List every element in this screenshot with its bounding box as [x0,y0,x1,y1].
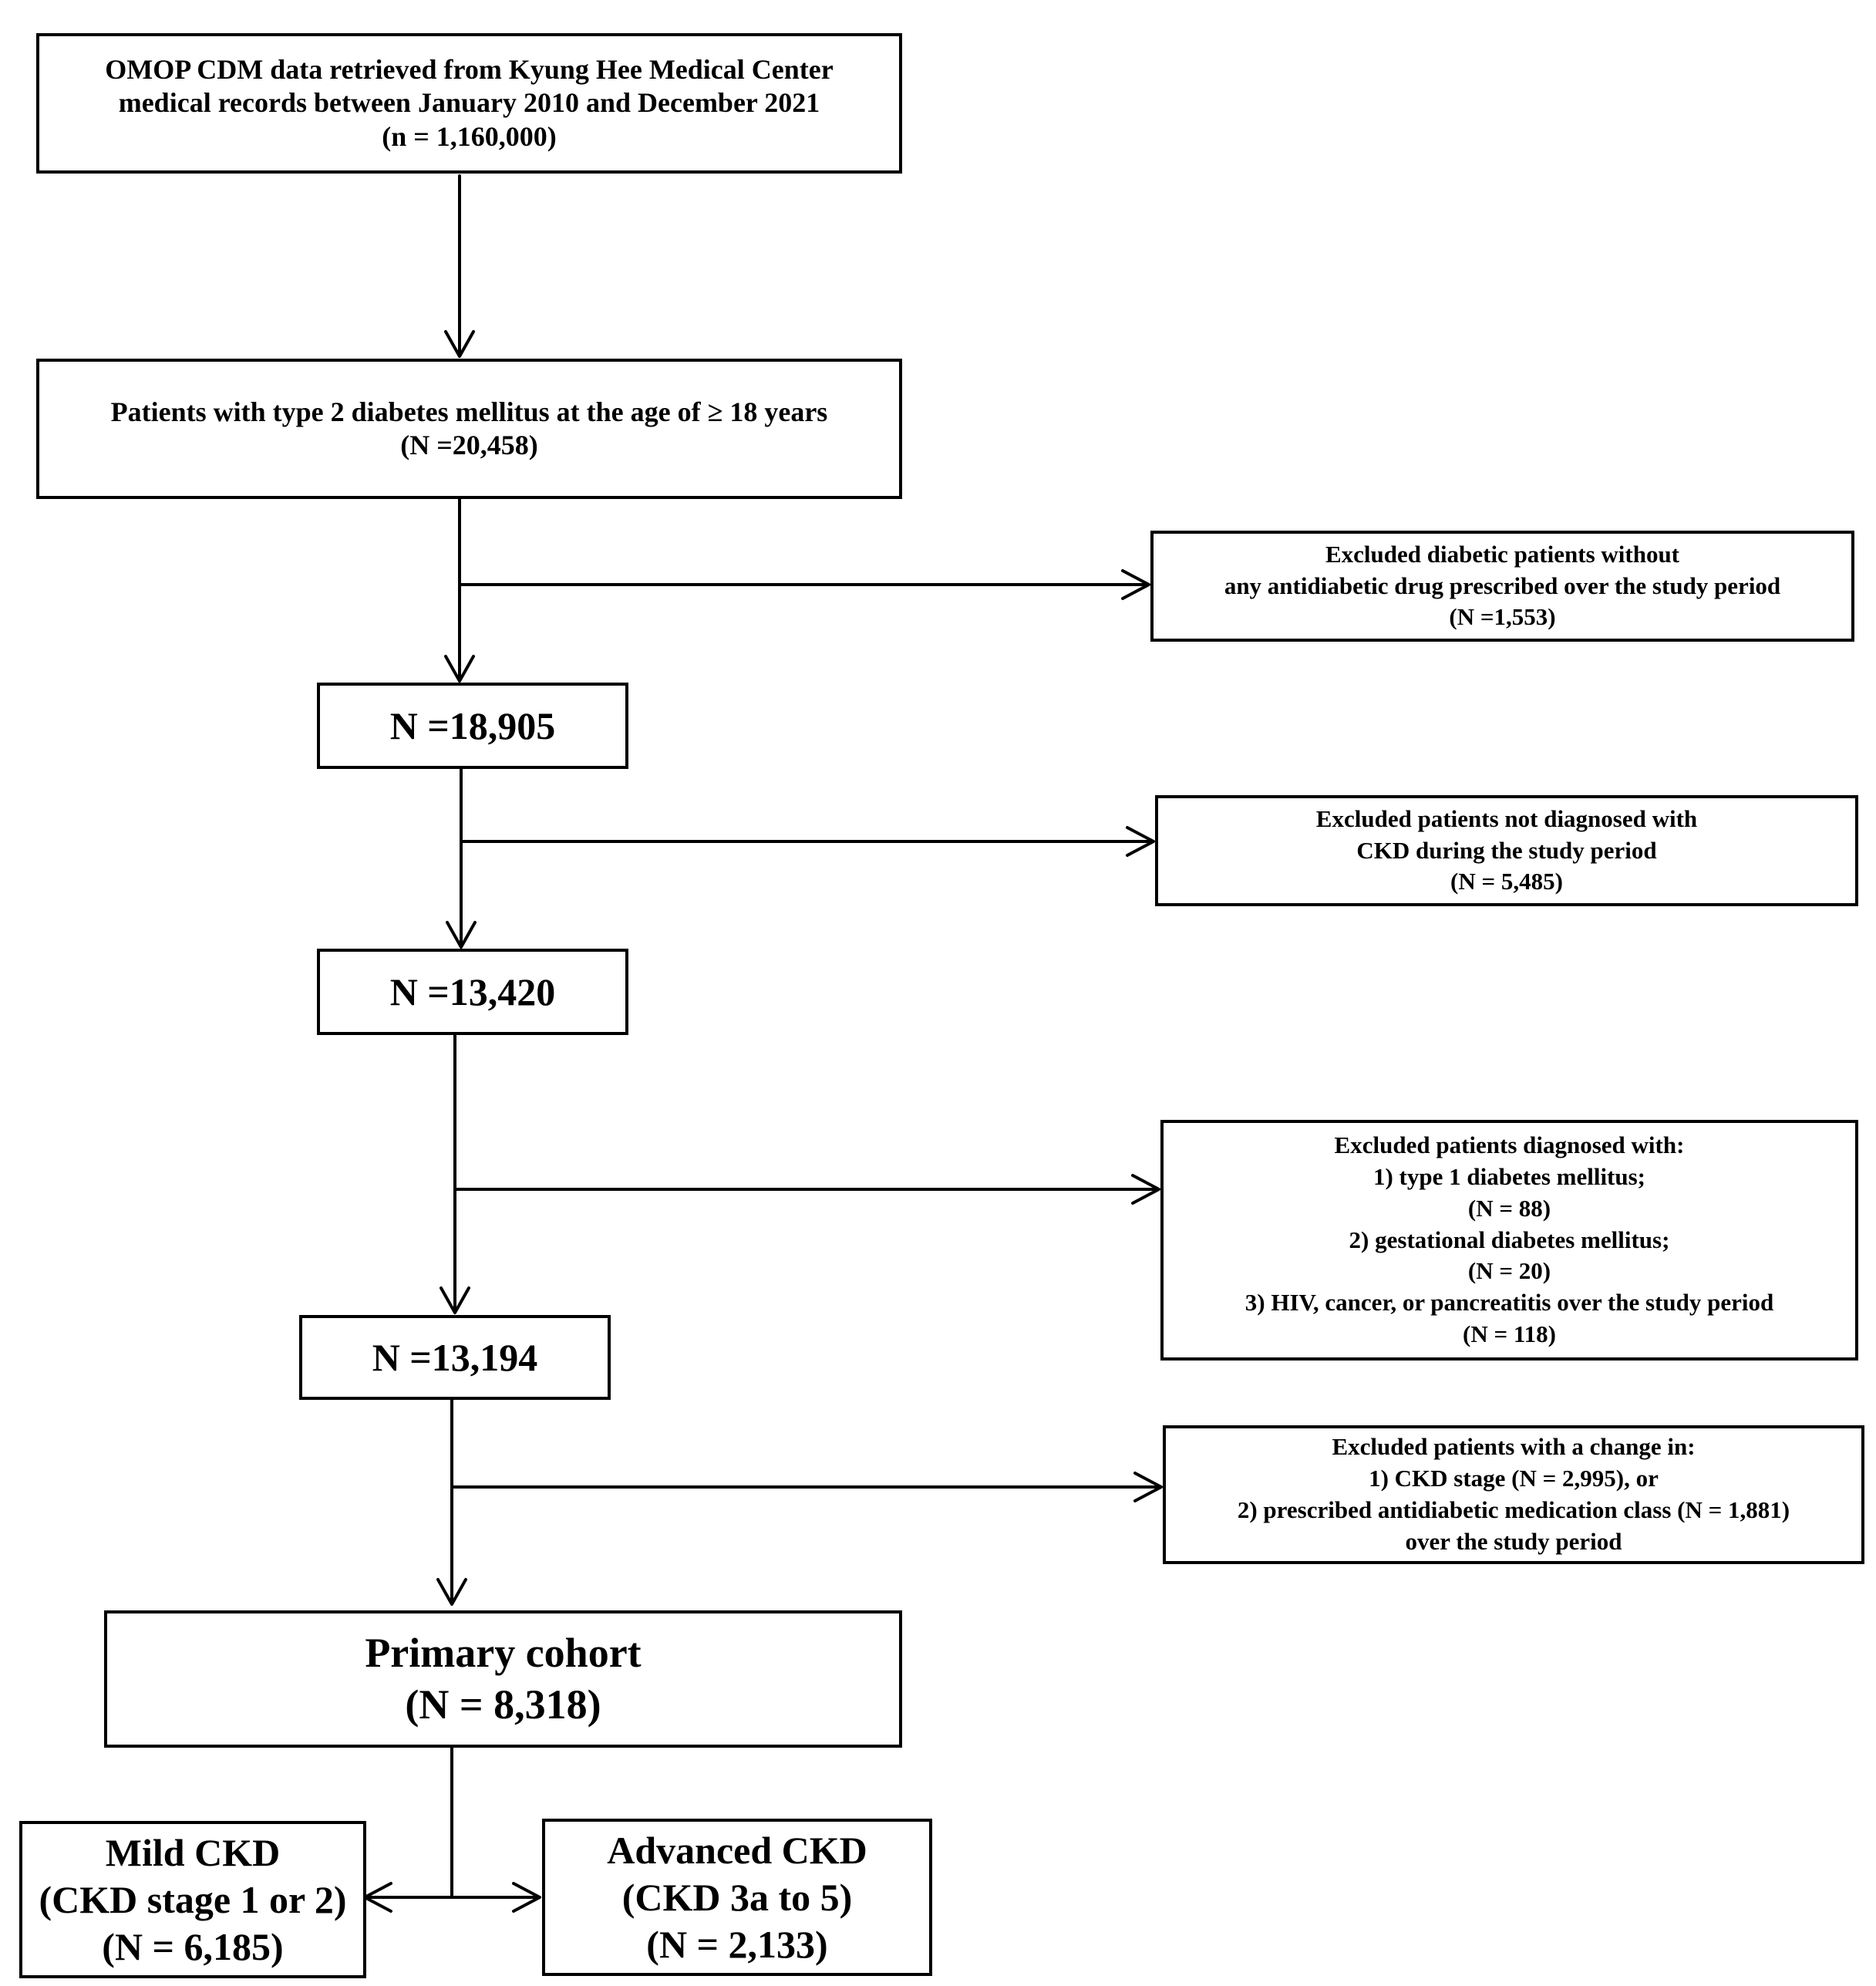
advanced-ckd-stage: (CKD 3a to 5) [621,1875,853,1919]
arrowhead [444,330,475,358]
exclusion-box-1: Excluded diabetic patients without any a… [1150,531,1854,642]
arrowhead [512,1882,541,1913]
exclusion-3-line-4: 2) gestational diabetes mellitus; [1349,1226,1670,1253]
t2dm-line-1: Patients with type 2 diabetes mellitus a… [110,396,828,427]
exclusion-1-line-1: Excluded diabetic patients without [1325,540,1680,568]
exclusion-3-line-6: 3) HIV, cancer, or pancreatitis over the… [1244,1289,1774,1317]
arrowhead [1121,569,1150,600]
source-count: (n = 1,160,000) [382,120,557,152]
advanced-ckd-box: Advanced CKD (CKD 3a to 5) (N = 2,133) [542,1819,932,1976]
arrowhead [1126,826,1155,857]
t2dm-count: (N =20,458) [400,430,538,460]
exclusion-box-3: Excluded patients diagnosed with: 1) typ… [1160,1120,1858,1361]
exclusion-4-line-3: 2) prescribed antidiabetic medication cl… [1237,1496,1790,1523]
count-3: N =13,194 [372,1336,538,1379]
mild-ckd-stage: (CKD stage 1 or 2) [39,1877,347,1921]
exclusion-3-count-2: (N = 20) [1467,1257,1551,1285]
exclusion-4-line-1: Excluded patients with a change in: [1332,1433,1696,1461]
count-box-2: N =13,420 [317,949,628,1035]
exclusion-box-4: Excluded patients with a change in: 1) C… [1163,1425,1864,1564]
count-box-1: N =18,905 [317,683,628,769]
mild-ckd-title: Mild CKD [105,1830,281,1874]
primary-cohort-title: Primary cohort [365,1629,642,1676]
exclusion-4-line-4: over the study period [1405,1527,1622,1555]
exclusion-1-line-2: any antidiabetic drug prescribed over th… [1224,572,1781,599]
mild-ckd-box: Mild CKD (CKD stage 1 or 2) (N = 6,185) [19,1821,366,1978]
count-1: N =18,905 [389,704,556,747]
exclusion-2-count: (N = 5,485) [1450,868,1563,895]
source-line-2: medical records between January 2010 and… [118,87,820,119]
t2dm-patients-box: Patients with type 2 diabetes mellitus a… [36,359,902,499]
primary-cohort-count: (N = 8,318) [405,1681,601,1728]
exclusion-3-line-2: 1) type 1 diabetes mellitus; [1372,1162,1646,1190]
exclusion-box-2: Excluded patients not diagnosed with CKD… [1155,795,1858,906]
arrowhead [436,1578,467,1606]
exclusion-3-line-1: Excluded patients diagnosed with: [1334,1131,1685,1158]
count-box-3: N =13,194 [299,1315,611,1400]
arrowhead [1131,1174,1160,1205]
primary-cohort-box: Primary cohort (N = 8,318) [104,1610,902,1748]
arrowhead [440,1286,470,1314]
exclusion-2-line-2: CKD during the study period [1356,836,1657,864]
arrowhead [446,921,477,949]
exclusion-3-count-3: (N = 118) [1463,1320,1556,1348]
advanced-ckd-count: (N = 2,133) [646,1922,828,1966]
advanced-ckd-title: Advanced CKD [607,1828,867,1872]
count-2: N =13,420 [389,970,556,1013]
mild-ckd-count: (N = 6,185) [102,1924,284,1968]
source-line-1: OMOP CDM data retrieved from Kyung Hee M… [105,54,834,86]
arrowhead [1133,1472,1163,1502]
source-data-box: OMOP CDM data retrieved from Kyung Hee M… [36,33,902,174]
exclusion-2-line-1: Excluded patients not diagnosed with [1315,804,1698,832]
exclusion-4-line-2: 1) CKD stage (N = 2,995), or [1369,1465,1659,1492]
arrowhead [444,655,475,683]
exclusion-1-count: (N =1,553) [1449,603,1556,631]
exclusion-3-count-1: (N = 88) [1467,1194,1551,1222]
